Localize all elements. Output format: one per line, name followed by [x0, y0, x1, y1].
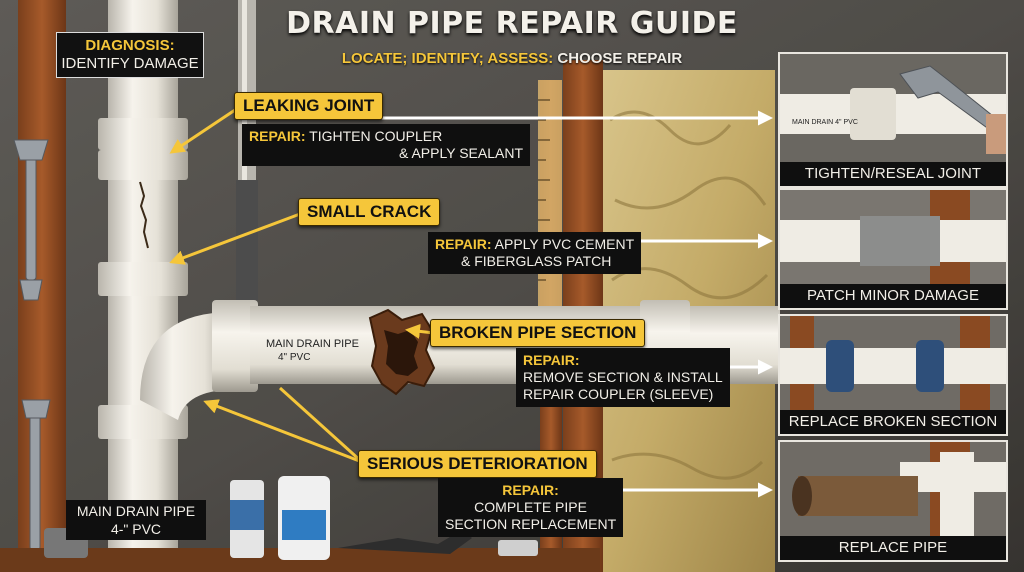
repair-text: COMPLETE PIPE — [474, 499, 587, 515]
label-small-crack: SMALL CRACK — [298, 198, 441, 226]
repair-box-broken-section: REPAIR: REMOVE SECTION & INSTALL REPAIR … — [516, 348, 730, 407]
pipe-label: MAIN DRAIN PIPE — [266, 338, 359, 350]
diagnosis-box: DIAGNOSIS: IDENTIFY DAMAGE — [56, 32, 204, 78]
repair-text-2: REPAIR COUPLER (SLEEVE) — [523, 386, 714, 402]
repair-key: REPAIR: — [249, 128, 306, 144]
repair-key: REPAIR: — [523, 352, 580, 368]
repair-box-small-crack: REPAIR: APPLY PVC CEMENT & FIBERGLASS PA… — [428, 232, 642, 274]
panel-replace-section: REPLACE BROKEN SECTION — [778, 314, 1008, 436]
page-subtitle: LOCATE; IDENTIFY; ASSESS: CHOOSE REPAIR — [0, 50, 1024, 67]
label-broken-pipe-section: BROKEN PIPE SECTION — [430, 319, 646, 347]
panel-pipe-text: MAIN DRAIN 4" PVC — [792, 119, 858, 126]
wrench-icon — [13, 139, 51, 551]
panel-caption-replace-section: REPLACE BROKEN SECTION — [780, 410, 1006, 434]
page-title: DRAIN PIPE REPAIR GUIDE — [286, 6, 738, 41]
panel-image-replace-pipe — [780, 442, 1006, 536]
subtitle-action: CHOOSE REPAIR — [557, 50, 683, 67]
repair-text: REMOVE SECTION & INSTALL — [523, 369, 723, 385]
repair-text-2: SECTION REPLACEMENT — [445, 516, 617, 532]
repair-text-2: & FIBERGLASS PATCH — [461, 253, 612, 269]
label-leaking-joint: LEAKING JOINT — [234, 92, 384, 120]
repair-key: REPAIR: — [502, 482, 559, 498]
panel-tighten-reseal: MAIN DRAIN 4" PVC TIGHTEN/RESEAL JOINT — [778, 52, 1008, 188]
bottom-pipe-label-line2: 4-" PVC — [110, 521, 162, 537]
repair-text: APPLY PVC CEMENT — [494, 236, 635, 252]
repair-text-2: & APPLY SEALANT — [399, 145, 523, 161]
panel-caption-patch: PATCH MINOR DAMAGE — [780, 284, 1006, 308]
repair-text: TIGHTEN COUPLER — [309, 128, 443, 144]
repair-key: REPAIR: — [435, 236, 492, 252]
repair-box-leaking-joint: REPAIR: TIGHTEN COUPLER & APPLY SEALANT — [242, 124, 530, 166]
repair-box-deterioration: REPAIR: COMPLETE PIPE SECTION REPLACEMEN… — [438, 478, 624, 537]
panel-image-patch — [780, 190, 1006, 284]
diagnosis-heading: DIAGNOSIS: — [85, 37, 175, 54]
panel-replace-pipe: REPLACE PIPE — [778, 440, 1008, 562]
subtitle-steps: LOCATE; IDENTIFY; ASSESS: — [341, 50, 554, 67]
diagnosis-subheading: IDENTIFY DAMAGE — [61, 55, 199, 72]
panel-caption-replace-pipe: REPLACE PIPE — [780, 536, 1006, 560]
bottom-pipe-label-line1: MAIN DRAIN PIPE — [76, 503, 196, 519]
panel-caption-tighten: TIGHTEN/RESEAL JOINT — [780, 162, 1006, 186]
panel-image-replace-section — [780, 316, 1006, 410]
pipe-size-label: 4" PVC — [278, 352, 311, 363]
label-serious-deterioration: SERIOUS DETERIORATION — [358, 450, 597, 478]
panel-patch-damage: PATCH MINOR DAMAGE — [778, 188, 1008, 310]
bottom-pipe-label: MAIN DRAIN PIPE 4-" PVC — [66, 500, 206, 540]
panel-image-tighten: MAIN DRAIN 4" PVC — [780, 54, 1006, 162]
